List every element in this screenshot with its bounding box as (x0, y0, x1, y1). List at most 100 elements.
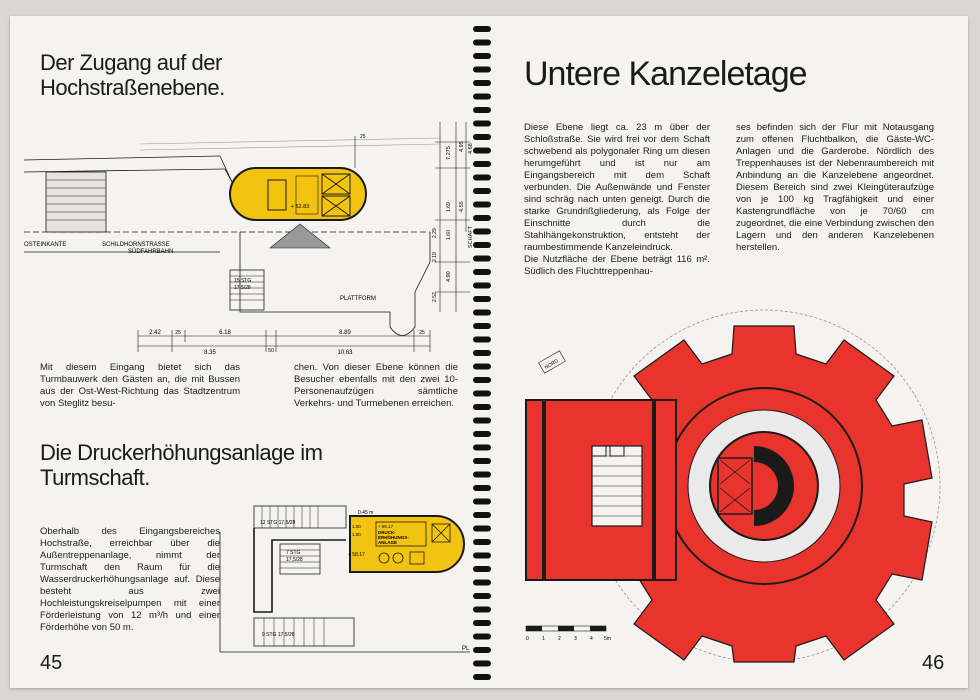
page-number-left: 45 (40, 652, 63, 674)
dim-label: 1.69 (446, 202, 452, 212)
label-shaft: SCHAFT (468, 225, 474, 248)
elevator-2 (321, 195, 351, 217)
pump-1 (378, 552, 390, 564)
spiral-coil (473, 296, 491, 302)
spiral-coil (473, 161, 491, 167)
heading-kanzeletage: Untere Kanzeletage (524, 55, 808, 93)
dim-label: 10.63 (337, 350, 353, 356)
ramp-block (45, 171, 107, 233)
dim-label: 2.19 (432, 252, 438, 262)
pump-room-label-box (375, 521, 427, 547)
wall (652, 400, 656, 580)
heading-druck-line1: Die Druckerhöhungsanlage im (40, 440, 323, 465)
spiral-coil (473, 593, 491, 599)
pump-room-plan: + 58.17 DRUCK- ERHÖHUNGS- ANLAGE 0.45 m … (219, 505, 470, 653)
paragraph-pump-system: Oberhalb des Eingangsbereiches Hochstraß… (40, 526, 220, 633)
paragraph-entrance-col2: chen. Von dieser Ebene können die Besuch… (294, 362, 458, 409)
spiral-coil (473, 458, 491, 464)
spiral-coil (473, 390, 491, 397)
spiral-coil (473, 336, 491, 343)
label-stair-mid-dim: 17,5/28 (286, 557, 303, 563)
page-number-right: 46 (922, 652, 945, 674)
text-col2: ses befinden sich der Flur mit Notausgan… (736, 122, 934, 253)
scale-label: 4 (590, 636, 593, 642)
spiral-coil (473, 228, 491, 235)
dim-label: 8.89 (339, 330, 351, 336)
spiral-coil (473, 242, 491, 248)
tank (409, 551, 425, 565)
spiral-coil (473, 66, 491, 73)
spiral-coil (473, 647, 491, 653)
pump-room-label: DRUCK- (378, 530, 396, 535)
spiral-coil (473, 134, 491, 140)
dim-label: 25 (360, 134, 366, 140)
kanzel-floor-plan: NORD 0 1 2 3 4 5m (525, 309, 941, 663)
spiral-coil (473, 282, 491, 289)
dim-label: 4.90 (446, 271, 452, 282)
dim-label: 2.52 (432, 292, 438, 302)
spiral-coil (473, 404, 491, 410)
spiral-coil (473, 579, 491, 586)
spiral-coil (473, 255, 491, 262)
spiral-coil (473, 201, 491, 208)
spiral-coil (473, 431, 491, 437)
dim-label: 25 (175, 330, 181, 336)
entrance-floor-plan: + 52.83 OSTEINKANTE SCHILDHORNSTRASSE SÜ… (23, 122, 474, 356)
spiral-coil (473, 633, 491, 640)
paragraph-entrance-col1: Mit diesem Eingang bietet sich das Turmb… (40, 362, 240, 409)
spiral-coil (473, 147, 491, 154)
scale-label: 2 (558, 636, 561, 642)
pump-2 (392, 552, 404, 564)
spiral-coil (473, 620, 491, 626)
dim-label: 1.60 (446, 230, 452, 240)
spiral-coil (473, 309, 491, 316)
spiral-coil (473, 498, 491, 505)
road-line (139, 143, 441, 151)
core-room (267, 179, 287, 211)
label-stair: 15 STG (234, 278, 251, 284)
spiral-coil (473, 512, 491, 518)
right-page: Untere Kanzeletage Diese Ebene liegt ca.… (502, 16, 968, 688)
label-stair-bottom: 9 STG 17,5/28 (262, 632, 295, 638)
red-gear (595, 325, 933, 663)
dim-label: 4.68 (468, 143, 474, 154)
dim-label: 2.42 (149, 330, 161, 336)
scale-bar (525, 625, 607, 632)
level-label: + 52.83 (291, 204, 310, 210)
text-col1-para2: Die Nutzfläche der Ebene beträgt 116 m².… (524, 254, 710, 277)
entrance-canopy (269, 223, 331, 249)
dim-label: 4.95 (459, 141, 465, 152)
road-line (23, 168, 226, 173)
pump-room-yellow (349, 515, 465, 573)
road-line (139, 137, 441, 145)
label-stair-dim: 17,5/28 (234, 285, 251, 291)
heading-druck-line2: Turmschaft. (40, 465, 150, 490)
scale-label: 3 (574, 636, 577, 642)
spiral-coil (473, 39, 491, 46)
spiral-coil (473, 674, 491, 680)
mid-stair (279, 543, 321, 575)
heading-zugang: Der Zugang auf der Hochstraßenebene. (40, 50, 225, 100)
wc-box (591, 445, 607, 457)
spiral-coil (473, 363, 491, 370)
spiral-coil (473, 660, 491, 667)
spiral-coil (473, 539, 491, 545)
label-pl: PL (462, 646, 470, 652)
label-south: SÜDFAHRBAHN (128, 248, 173, 255)
spiral-coil (473, 107, 491, 113)
spiral-coil (473, 188, 491, 194)
spiral-coil (473, 323, 491, 329)
text-col1-para1: Diese Ebene liegt ca. 23 m über der Schl… (524, 122, 710, 253)
scale-label: 5m (604, 636, 611, 642)
spiral-coil (473, 471, 491, 478)
spiral-coil (473, 269, 491, 275)
spiral-coil (473, 444, 491, 451)
spiral-coil (473, 93, 491, 100)
spiral-coil (473, 120, 491, 127)
brochure-spread: Der Zugang auf der Hochstraßenebene. (10, 16, 968, 688)
dim-label: 25 (419, 330, 425, 336)
spiral-coil (473, 566, 491, 572)
pump-room-label: ANLAGE (378, 540, 397, 545)
spiral-coil (473, 606, 491, 613)
north-arrow: NORD (538, 350, 566, 374)
